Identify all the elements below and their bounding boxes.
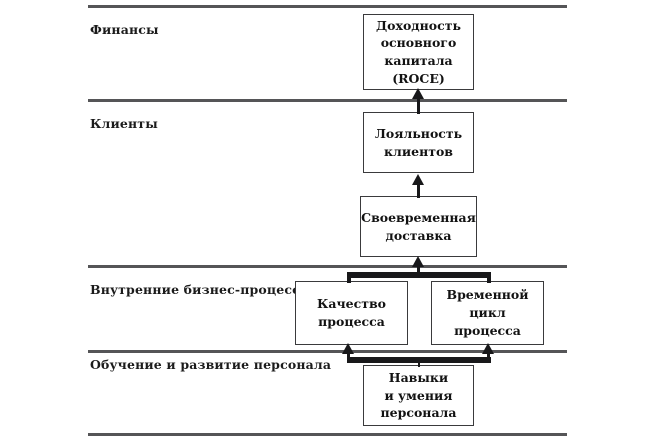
edge-internal-to-delivery-arrowhead	[412, 256, 424, 267]
node-quality-line-1: Качество	[317, 296, 386, 312]
edge-skills-to-internal-stem	[418, 360, 420, 367]
node-box-cycle[interactable]: Временной цикл процесса	[431, 281, 544, 345]
node-roce-line-2: основного	[380, 35, 457, 51]
node-roce-line-1: Доходность	[376, 17, 461, 33]
separator-rule-top	[88, 5, 567, 8]
edge-skills-to-quality-shaft	[347, 352, 350, 360]
node-box-quality[interactable]: Качество процесса	[295, 281, 408, 345]
node-box-delivery[interactable]: Своевременная доставка	[360, 196, 477, 257]
node-cycle-line-1: Временной	[446, 287, 529, 303]
node-box-loyalty[interactable]: Лояльность клиентов	[363, 112, 474, 173]
separator-rule-customers-internal	[88, 265, 567, 268]
separator-rule-internal-learning	[88, 350, 567, 353]
node-box-skills[interactable]: Навыки и умения персонала	[363, 365, 474, 426]
edge-loyalty-to-roce-arrowhead	[412, 88, 424, 99]
edge-internal-to-delivery-leg-left	[347, 272, 351, 283]
node-loyalty-line-2: клиентов	[384, 143, 453, 159]
node-skills-line-3: персонала	[380, 405, 457, 421]
node-skills-line-1: Навыки	[388, 369, 449, 385]
edge-delivery-to-loyalty-shaft	[417, 182, 420, 198]
perspective-label-learning: Обучение и развитие персонала	[90, 357, 332, 372]
edge-skills-to-quality-arrowhead	[342, 343, 354, 354]
edge-internal-to-delivery-shaft	[417, 265, 420, 275]
separator-rule-bottom	[88, 433, 567, 436]
node-quality-line-2: процесса	[318, 314, 385, 329]
perspective-label-finance: Финансы	[90, 22, 159, 37]
node-box-roce[interactable]: Доходность основного капитала (ROCE)	[363, 14, 474, 90]
separator-rule-finance-customers	[88, 99, 567, 102]
node-skills-line-2: и умения	[384, 387, 453, 403]
edge-skills-to-cycle-shaft	[487, 352, 490, 360]
perspective-label-internal: Внутренние бизнес-процессы	[90, 282, 313, 297]
node-roce-line-4: (ROCE)	[392, 70, 445, 86]
edge-internal-to-delivery-leg-right	[487, 272, 491, 283]
node-delivery-line-1: Своевременная	[361, 209, 476, 225]
edge-delivery-to-loyalty-arrowhead	[412, 174, 424, 185]
edge-loyalty-to-roce-shaft	[417, 96, 420, 114]
node-roce-line-3: капитала	[384, 53, 453, 68]
node-delivery-line-2: доставка	[385, 227, 452, 243]
node-loyalty-line-1: Лояльность	[374, 125, 463, 141]
perspective-label-customers: Клиенты	[90, 116, 158, 131]
edge-skills-to-cycle-arrowhead	[482, 343, 494, 354]
node-cycle-line-2: цикл процесса	[454, 305, 521, 338]
